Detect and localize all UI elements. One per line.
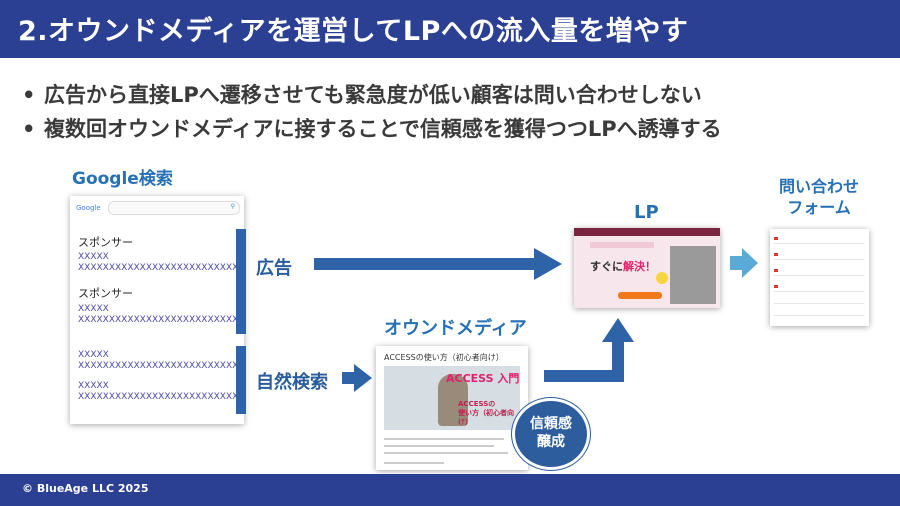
title-bar: 2.オウンドメディアを運営してLPへの流入量を増やす xyxy=(0,0,900,58)
result-line: XXXXXXXXXXXXXXXXXXXXXXXXXX xyxy=(78,361,239,371)
owned-media-label: オウンドメディア xyxy=(384,318,527,339)
required-mark xyxy=(774,269,778,272)
organic-section-bar xyxy=(236,346,246,414)
text-line xyxy=(384,438,504,440)
lp-hero: すぐに解決！ xyxy=(574,236,720,308)
trust-line: 醸成 xyxy=(537,434,565,450)
contact-form-label-line1: 問い合わせ xyxy=(778,177,859,196)
article-title: ACCESSの使い方（初心者向け） xyxy=(384,353,504,362)
form-row xyxy=(774,243,864,244)
ad-section-bar xyxy=(236,229,246,334)
result-line: XXXXXXXXXXXXXXXXXXXXXXXXXX xyxy=(78,263,239,273)
search-bar: ⚲ xyxy=(108,201,240,215)
sponsor-label: スポンサー xyxy=(78,236,133,249)
text-line xyxy=(384,452,508,454)
text-line xyxy=(384,462,444,464)
owned-media-article: ACCESSの使い方（初心者向け） ACCESS 入門 ACCESSの 使い方（… xyxy=(376,346,528,470)
caption-line: ACCESSの xyxy=(458,400,496,408)
form-row xyxy=(774,291,864,292)
result-line: XXXXX xyxy=(78,381,109,391)
organic-search-label: 自然検索 xyxy=(256,372,328,393)
required-mark xyxy=(774,253,778,256)
form-row xyxy=(774,275,864,276)
organic-arrow xyxy=(342,364,372,392)
search-results-mock: Google ⚲ スポンサー XXXXX XXXXXXXXXXXXXXXXXXX… xyxy=(70,196,244,424)
lp-to-form-arrow xyxy=(730,248,758,278)
result-line: XXXXX xyxy=(78,350,109,360)
result-line: XXXXX xyxy=(78,252,109,262)
slide-title: 2.オウンドメディアを運営してLPへの流入量を増やす xyxy=(18,16,689,47)
ad-arrow xyxy=(314,248,562,280)
article-image: ACCESS 入門 ACCESSの 使い方（初心者向け） xyxy=(384,366,520,430)
lp-cta-button xyxy=(618,292,662,299)
landing-page-mock: すぐに解決！ xyxy=(574,228,720,308)
google-logo: Google xyxy=(76,204,101,212)
lp-banner xyxy=(590,242,654,248)
result-line: XXXXXXXXXXXXXXXXXXXXXXXXXX xyxy=(78,315,239,325)
text-line xyxy=(384,445,494,447)
required-mark xyxy=(774,237,778,240)
result-line: XXXXX xyxy=(78,304,109,314)
trust-badge: 信頼感 醸成 xyxy=(512,398,590,470)
contact-form-label-line2: フォーム xyxy=(787,198,851,217)
footer-bar: © BlueAge LLC 2025 xyxy=(0,474,900,506)
result-line: XXXXXXXXXXXXXXXXXXXXXXXXXX xyxy=(78,392,239,402)
search-icon: ⚲ xyxy=(230,203,235,210)
media-to-lp-arrow xyxy=(544,318,634,382)
google-search-label: Google検索 xyxy=(72,169,173,189)
ad-label: 広告 xyxy=(256,258,292,279)
form-row xyxy=(774,259,864,260)
bullet-item: 複数回オウンドメディアに接することで信頼感を獲得つつLPへ誘導する xyxy=(22,112,722,146)
caption-line: 使い方（初心者向け） xyxy=(458,409,514,426)
lp-header-bar xyxy=(574,228,720,236)
bullet-item: 広告から直接LPへ遷移させても緊急度が低い顧客は問い合わせしない xyxy=(22,78,722,112)
sponsor-label: スポンサー xyxy=(78,287,133,300)
lp-headline-text: すぐに xyxy=(590,260,623,273)
contact-form-label: 問い合わせ フォーム xyxy=(768,176,870,218)
lp-headline: すぐに解決！ xyxy=(590,258,656,274)
form-row xyxy=(774,303,864,304)
bullet-list: 広告から直接LPへ遷移させても緊急度が低い顧客は問い合わせしない 複数回オウンド… xyxy=(22,78,722,146)
form-row xyxy=(774,315,864,316)
contact-form-mock xyxy=(770,229,869,326)
lightbulb-icon xyxy=(656,272,668,284)
lp-headline-highlight: 解決！ xyxy=(623,260,656,273)
required-mark xyxy=(774,285,778,288)
person-image xyxy=(438,374,468,426)
copyright: © BlueAge LLC 2025 xyxy=(22,482,149,495)
trust-line: 信頼感 xyxy=(530,416,572,432)
article-keyword: ACCESS 入門 xyxy=(446,372,520,385)
laptop-image xyxy=(670,246,716,304)
lp-label: LP xyxy=(634,202,659,223)
article-caption: ACCESSの 使い方（初心者向け） xyxy=(458,400,520,427)
